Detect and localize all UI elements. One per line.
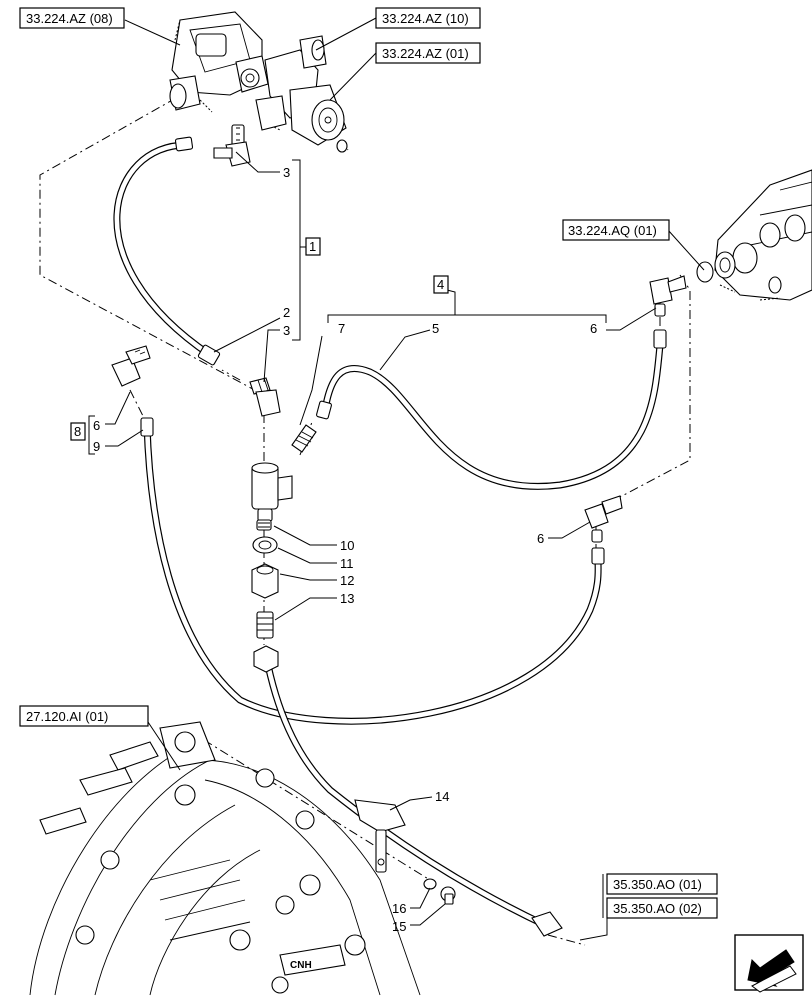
nut-lower [253, 645, 279, 673]
svg-text:27.120.AI (01): 27.120.AI (01) [26, 709, 108, 724]
fitting-7 [291, 424, 317, 453]
svg-text:33.224.AZ (08): 33.224.AZ (08) [26, 11, 113, 26]
arrow-left-icon[interactable] [734, 934, 804, 993]
svg-text:1: 1 [309, 239, 316, 254]
callout-3-lower: 3 [283, 323, 290, 338]
callout-3-top: 3 [283, 165, 290, 180]
tee-fitting [251, 462, 293, 522]
group-label-8: 8 [70, 422, 86, 441]
svg-text:33.224.AZ (01): 33.224.AZ (01) [382, 46, 469, 61]
elbow-fitting-right-upper [649, 275, 687, 317]
bolt-15-washer-16 [423, 878, 456, 905]
group-label-1: 1 [305, 237, 321, 256]
ref-35-350-ao-01[interactable]: 35.350.AO (01) [606, 873, 718, 895]
group-label-4: 4 [433, 275, 449, 294]
leader-lines [105, 17, 705, 941]
clamp-bracket-14 [354, 799, 406, 873]
ref-35-350-ao-02[interactable]: 35.350.AO (02) [606, 897, 718, 919]
hoses [113, 136, 667, 929]
pipe-end-nut [531, 911, 563, 937]
callout-11: 11 [340, 556, 354, 571]
nut-12 [251, 563, 279, 599]
ref-33-224-aq-01[interactable]: 33.224.AQ (01) [562, 219, 670, 241]
svg-text:35.350.AO (01): 35.350.AO (01) [613, 877, 702, 892]
ref-33-224-az-08[interactable]: 33.224.AZ (08) [19, 7, 125, 29]
svg-text:4: 4 [437, 277, 444, 292]
callout-12: 12 [340, 573, 354, 588]
callout-15: 15 [392, 919, 406, 934]
callout-5: 5 [432, 321, 439, 336]
ref-33-224-az-10[interactable]: 33.224.AZ (10) [375, 7, 481, 29]
elbow-fitting-6-left [111, 345, 151, 387]
callout-13: 13 [340, 591, 354, 606]
ref-33-224-az-01[interactable]: 33.224.AZ (01) [375, 42, 481, 64]
callout-16: 16 [392, 901, 406, 916]
housing-brand-mark: CNH [290, 960, 312, 971]
callout-2: 2 [283, 305, 290, 320]
elbow-fitting-3-lower [249, 377, 281, 417]
callout-14: 14 [435, 789, 449, 804]
svg-text:8: 8 [74, 424, 81, 439]
callout-7: 7 [338, 321, 345, 336]
nut-11 [252, 536, 278, 554]
transmission-housing: CNH [29, 721, 421, 996]
group-brackets [88, 159, 607, 455]
fitting-10 [256, 519, 272, 531]
svg-text:35.350.AO (02): 35.350.AO (02) [613, 901, 702, 916]
valve-assembly-right [696, 169, 812, 301]
callout-6-upper-right: 6 [590, 321, 597, 336]
svg-text:33.224.AZ (10): 33.224.AZ (10) [382, 11, 469, 26]
callout-9: 9 [93, 439, 100, 454]
valve-assembly-top [169, 11, 349, 153]
fitting-13 [256, 611, 274, 639]
callout-6-left: 6 [93, 418, 100, 433]
svg-text:33.224.AQ (01): 33.224.AQ (01) [568, 223, 657, 238]
ref-27-120-ai-01[interactable]: 27.120.AI (01) [19, 705, 149, 727]
elbow-fitting-6-lower-right [584, 495, 623, 543]
callout-numbers: 3 2 3 7 5 6 6 9 10 11 12 13 6 14 16 15 [93, 165, 597, 934]
callout-6-lower-right: 6 [537, 531, 544, 546]
callout-10: 10 [340, 538, 354, 553]
